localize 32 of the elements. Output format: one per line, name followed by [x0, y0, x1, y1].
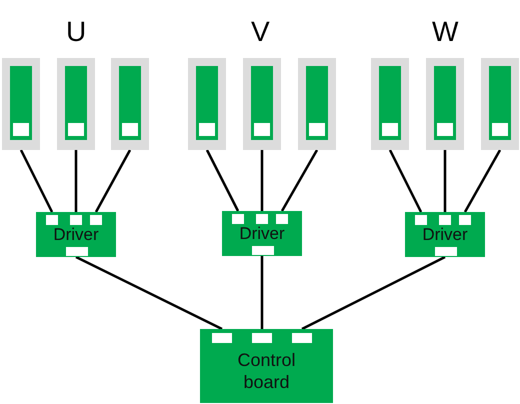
module-box — [2, 58, 40, 150]
connection-line — [75, 256, 223, 330]
module-box — [371, 58, 409, 150]
module-box — [426, 58, 464, 150]
connection-line — [280, 149, 318, 212]
connection-line — [388, 149, 422, 213]
connection-line — [74, 150, 78, 212]
module-box — [481, 58, 519, 150]
module-box — [243, 58, 281, 150]
connection-line — [444, 150, 446, 212]
module-box — [57, 58, 95, 150]
connection-line — [94, 149, 132, 213]
connection-line — [260, 150, 264, 211]
connection-line — [301, 256, 446, 330]
phase-label: V — [251, 16, 270, 48]
module-box — [298, 58, 336, 150]
driver-box — [222, 211, 302, 256]
phase-label: W — [432, 16, 458, 48]
module-box — [188, 58, 226, 150]
driver-label: Driver — [239, 224, 285, 245]
connection-line — [464, 149, 502, 213]
board-label: Control board — [236, 350, 297, 394]
module-box — [111, 58, 149, 150]
driver-label: Driver — [422, 225, 468, 246]
connection-line — [20, 149, 54, 213]
driver-box — [405, 212, 485, 257]
control-board-box — [200, 329, 333, 403]
connection-line — [260, 256, 264, 329]
connection-line — [206, 149, 240, 212]
phase-label: U — [66, 16, 86, 48]
driver-label: Driver — [53, 225, 99, 246]
driver-box — [36, 212, 116, 257]
